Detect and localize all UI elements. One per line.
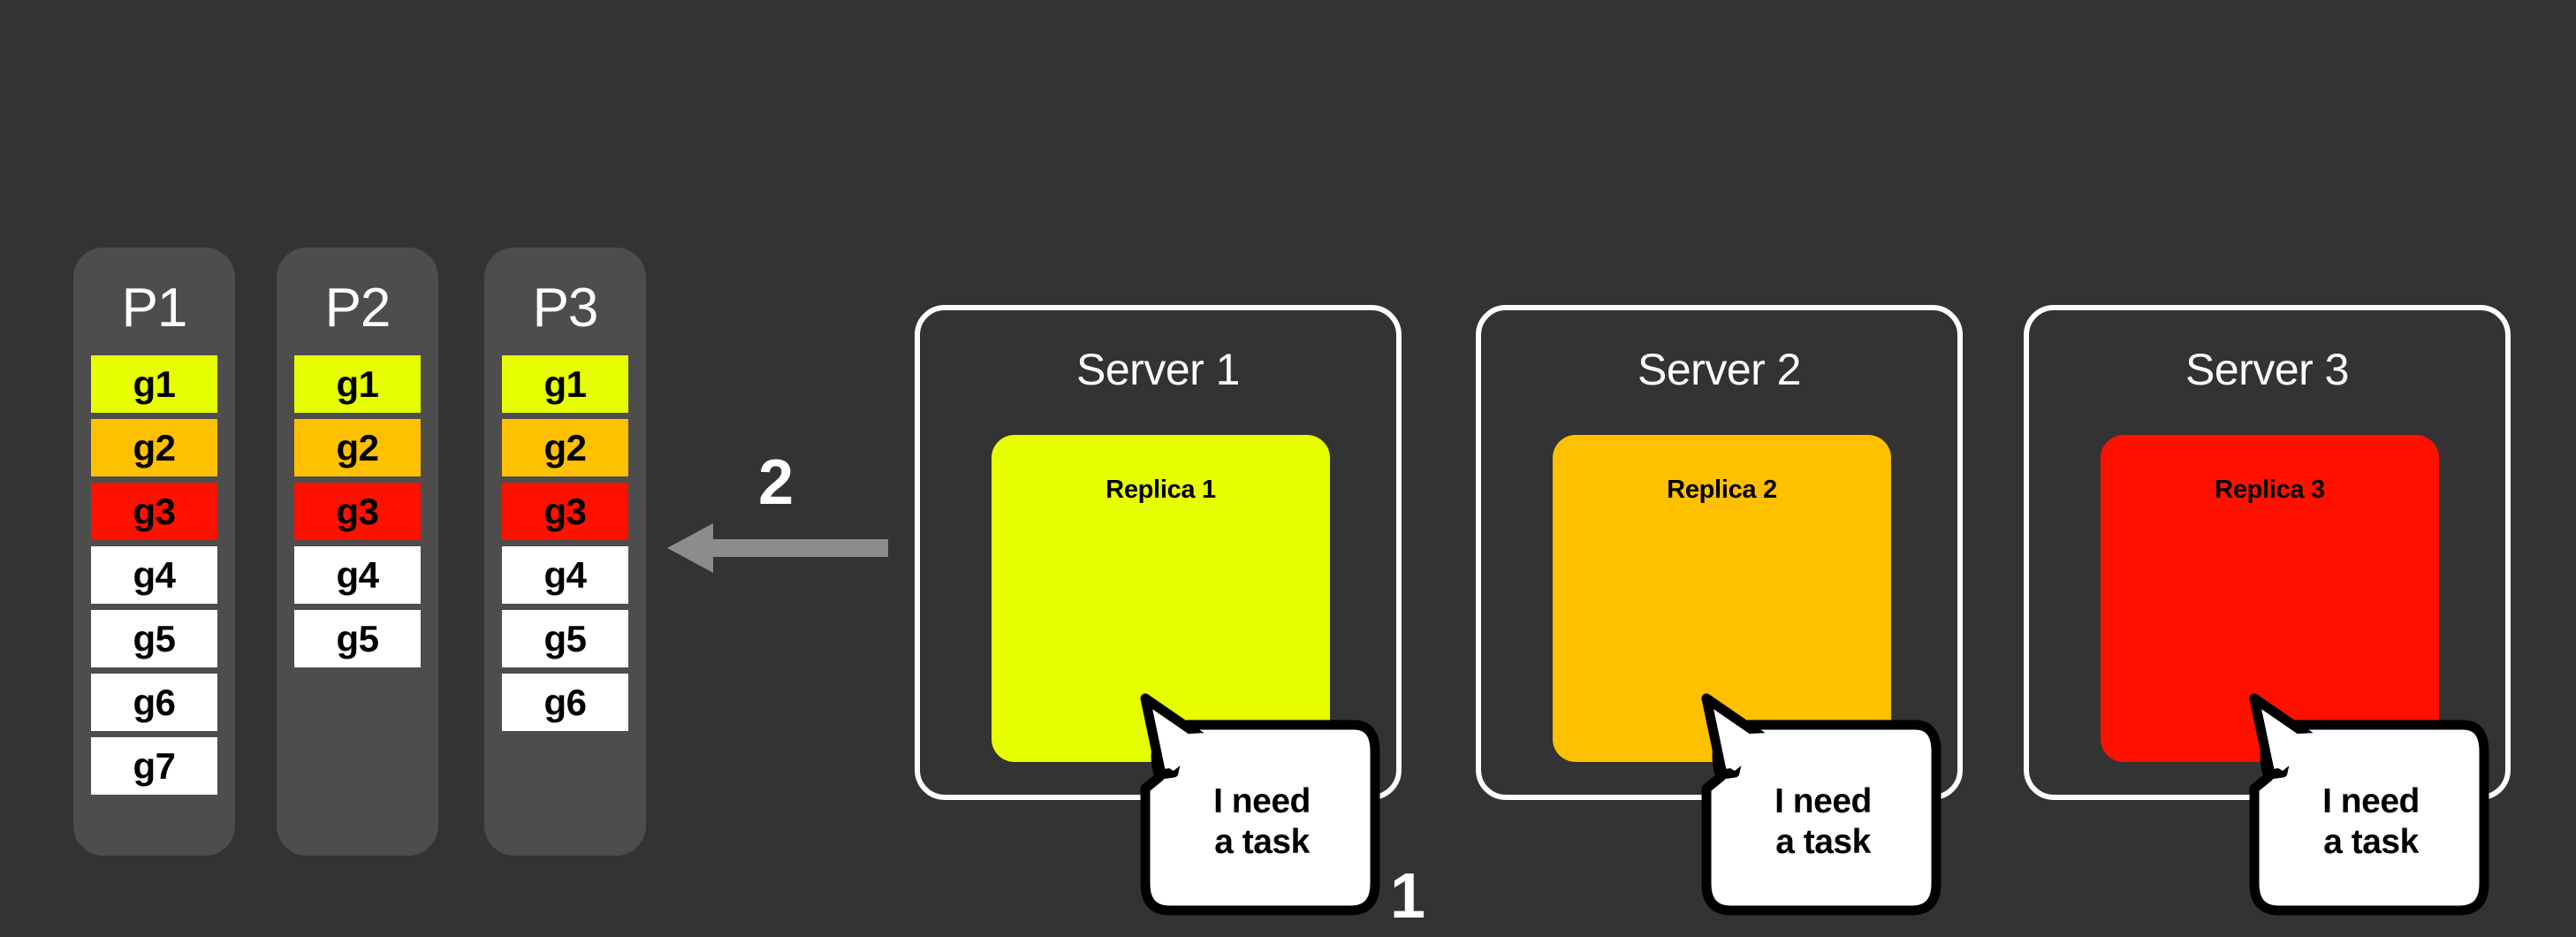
partition-tag-list: g1 g2 g3 g4 g5 g6 g7 <box>73 355 235 795</box>
server-title: Server 3 <box>2185 345 2349 394</box>
step-label-1: 1 <box>1390 861 1426 932</box>
partition-column-p1[interactable]: P1 g1 g2 g3 g4 g5 g6 g7 <box>73 248 235 856</box>
partition-tag[interactable]: g1 <box>294 355 421 413</box>
partition-tag[interactable]: g3 <box>294 483 421 540</box>
partition-tag[interactable]: g5 <box>91 610 217 667</box>
partition-title: P2 <box>324 278 391 339</box>
partition-tag[interactable]: g2 <box>294 419 421 476</box>
fetch-arrow-icon <box>667 523 888 573</box>
partition-tag[interactable]: g7 <box>91 737 217 795</box>
partition-tag[interactable]: g5 <box>294 610 421 667</box>
partition-tag[interactable]: g6 <box>91 674 217 731</box>
speech-bubble-server-2[interactable]: I need a task <box>1699 691 1947 930</box>
replica-label: Replica 1 <box>1106 476 1216 504</box>
fetch-arrow-group <box>667 513 888 583</box>
speech-bubble-server-3[interactable]: I need a task <box>2247 691 2495 930</box>
partition-tag[interactable]: g1 <box>91 355 217 413</box>
partition-tag[interactable]: g2 <box>91 419 217 476</box>
replica-label: Replica 3 <box>2215 476 2325 504</box>
partition-tag[interactable]: g3 <box>502 483 628 540</box>
partition-column-p2[interactable]: P2 g1 g2 g3 g4 g5 <box>277 248 438 856</box>
partition-title: P3 <box>532 278 599 339</box>
replica-label: Replica 2 <box>1667 476 1777 504</box>
speech-bubble-server-1[interactable]: I need a task <box>1138 691 1386 930</box>
partition-tag[interactable]: g1 <box>502 355 628 413</box>
partition-tag-list: g1 g2 g3 g4 g5 g6 <box>484 355 646 731</box>
speech-bubble-shape <box>1701 693 1941 916</box>
speech-bubble-shape <box>2249 693 2489 916</box>
partition-title: P1 <box>121 278 188 339</box>
server-title: Server 2 <box>1638 345 1801 394</box>
step-label-2: 2 <box>758 447 794 518</box>
partition-tag[interactable]: g4 <box>294 546 421 604</box>
partition-tag[interactable]: g6 <box>502 674 628 731</box>
partition-tag[interactable]: g4 <box>502 546 628 604</box>
speech-bubble-shape <box>1140 693 1380 916</box>
partition-column-p3[interactable]: P3 g1 g2 g3 g4 g5 g6 <box>484 248 646 856</box>
partition-tag-list: g1 g2 g3 g4 g5 <box>277 355 438 667</box>
partition-tag[interactable]: g3 <box>91 483 217 540</box>
server-title: Server 1 <box>1076 345 1240 394</box>
partition-tag[interactable]: g4 <box>91 546 217 604</box>
partition-tag[interactable]: g2 <box>502 419 628 476</box>
partition-tag[interactable]: g5 <box>502 610 628 667</box>
